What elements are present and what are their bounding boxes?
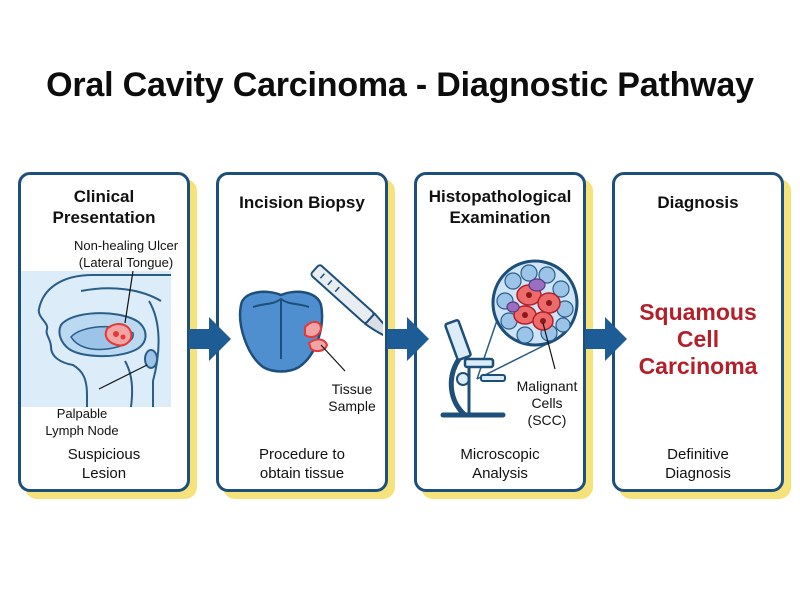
diagnosis-result: Squamous Cell Carcinoma bbox=[638, 299, 758, 379]
step-card-histopathological-examination: Histopathological Examination bbox=[414, 172, 586, 492]
callout-tissue-sample-label: Tissue Sample bbox=[328, 381, 376, 414]
card-title: Incision Biopsy bbox=[239, 193, 365, 212]
page-title: Oral Cavity Carcinoma - Diagnostic Pathw… bbox=[46, 66, 754, 104]
step-card-clinical-presentation: Clinical Presentation Non-healing Ulcer … bbox=[18, 172, 190, 492]
head-profile-icon bbox=[21, 271, 171, 408]
card-footer: Procedure to obtain tissue bbox=[259, 446, 345, 482]
card-footer: Microscopic Analysis bbox=[460, 446, 540, 482]
step-card-incision-biopsy: Incision Biopsy Tissue Sample Procedure … bbox=[216, 172, 388, 492]
step-card-diagnosis: Diagnosis Squamous Cell Carcinoma Defini… bbox=[612, 172, 784, 492]
callout-malignant-cells-label: Malignant Cells (SCC) bbox=[516, 378, 578, 428]
card-footer: Definitive Diagnosis bbox=[665, 446, 731, 482]
card-title: Histopathological Examination bbox=[428, 187, 572, 227]
flow-arrow-icon bbox=[585, 317, 627, 361]
callout-ulcer-label: Non-healing Ulcer (Lateral Tongue) bbox=[73, 238, 179, 270]
card-title: Diagnosis bbox=[657, 193, 739, 212]
microscope-icon bbox=[440, 259, 579, 418]
callout-lymph-node-label: Palpable Lymph Node bbox=[45, 406, 119, 438]
flow-arrow-icon bbox=[387, 317, 429, 361]
card-footer: Suspicious Lesion bbox=[67, 446, 141, 482]
card-title: Clinical Presentation bbox=[52, 187, 156, 227]
tongue-scalpel-icon bbox=[238, 264, 383, 373]
flow-arrow-icon bbox=[189, 317, 231, 361]
